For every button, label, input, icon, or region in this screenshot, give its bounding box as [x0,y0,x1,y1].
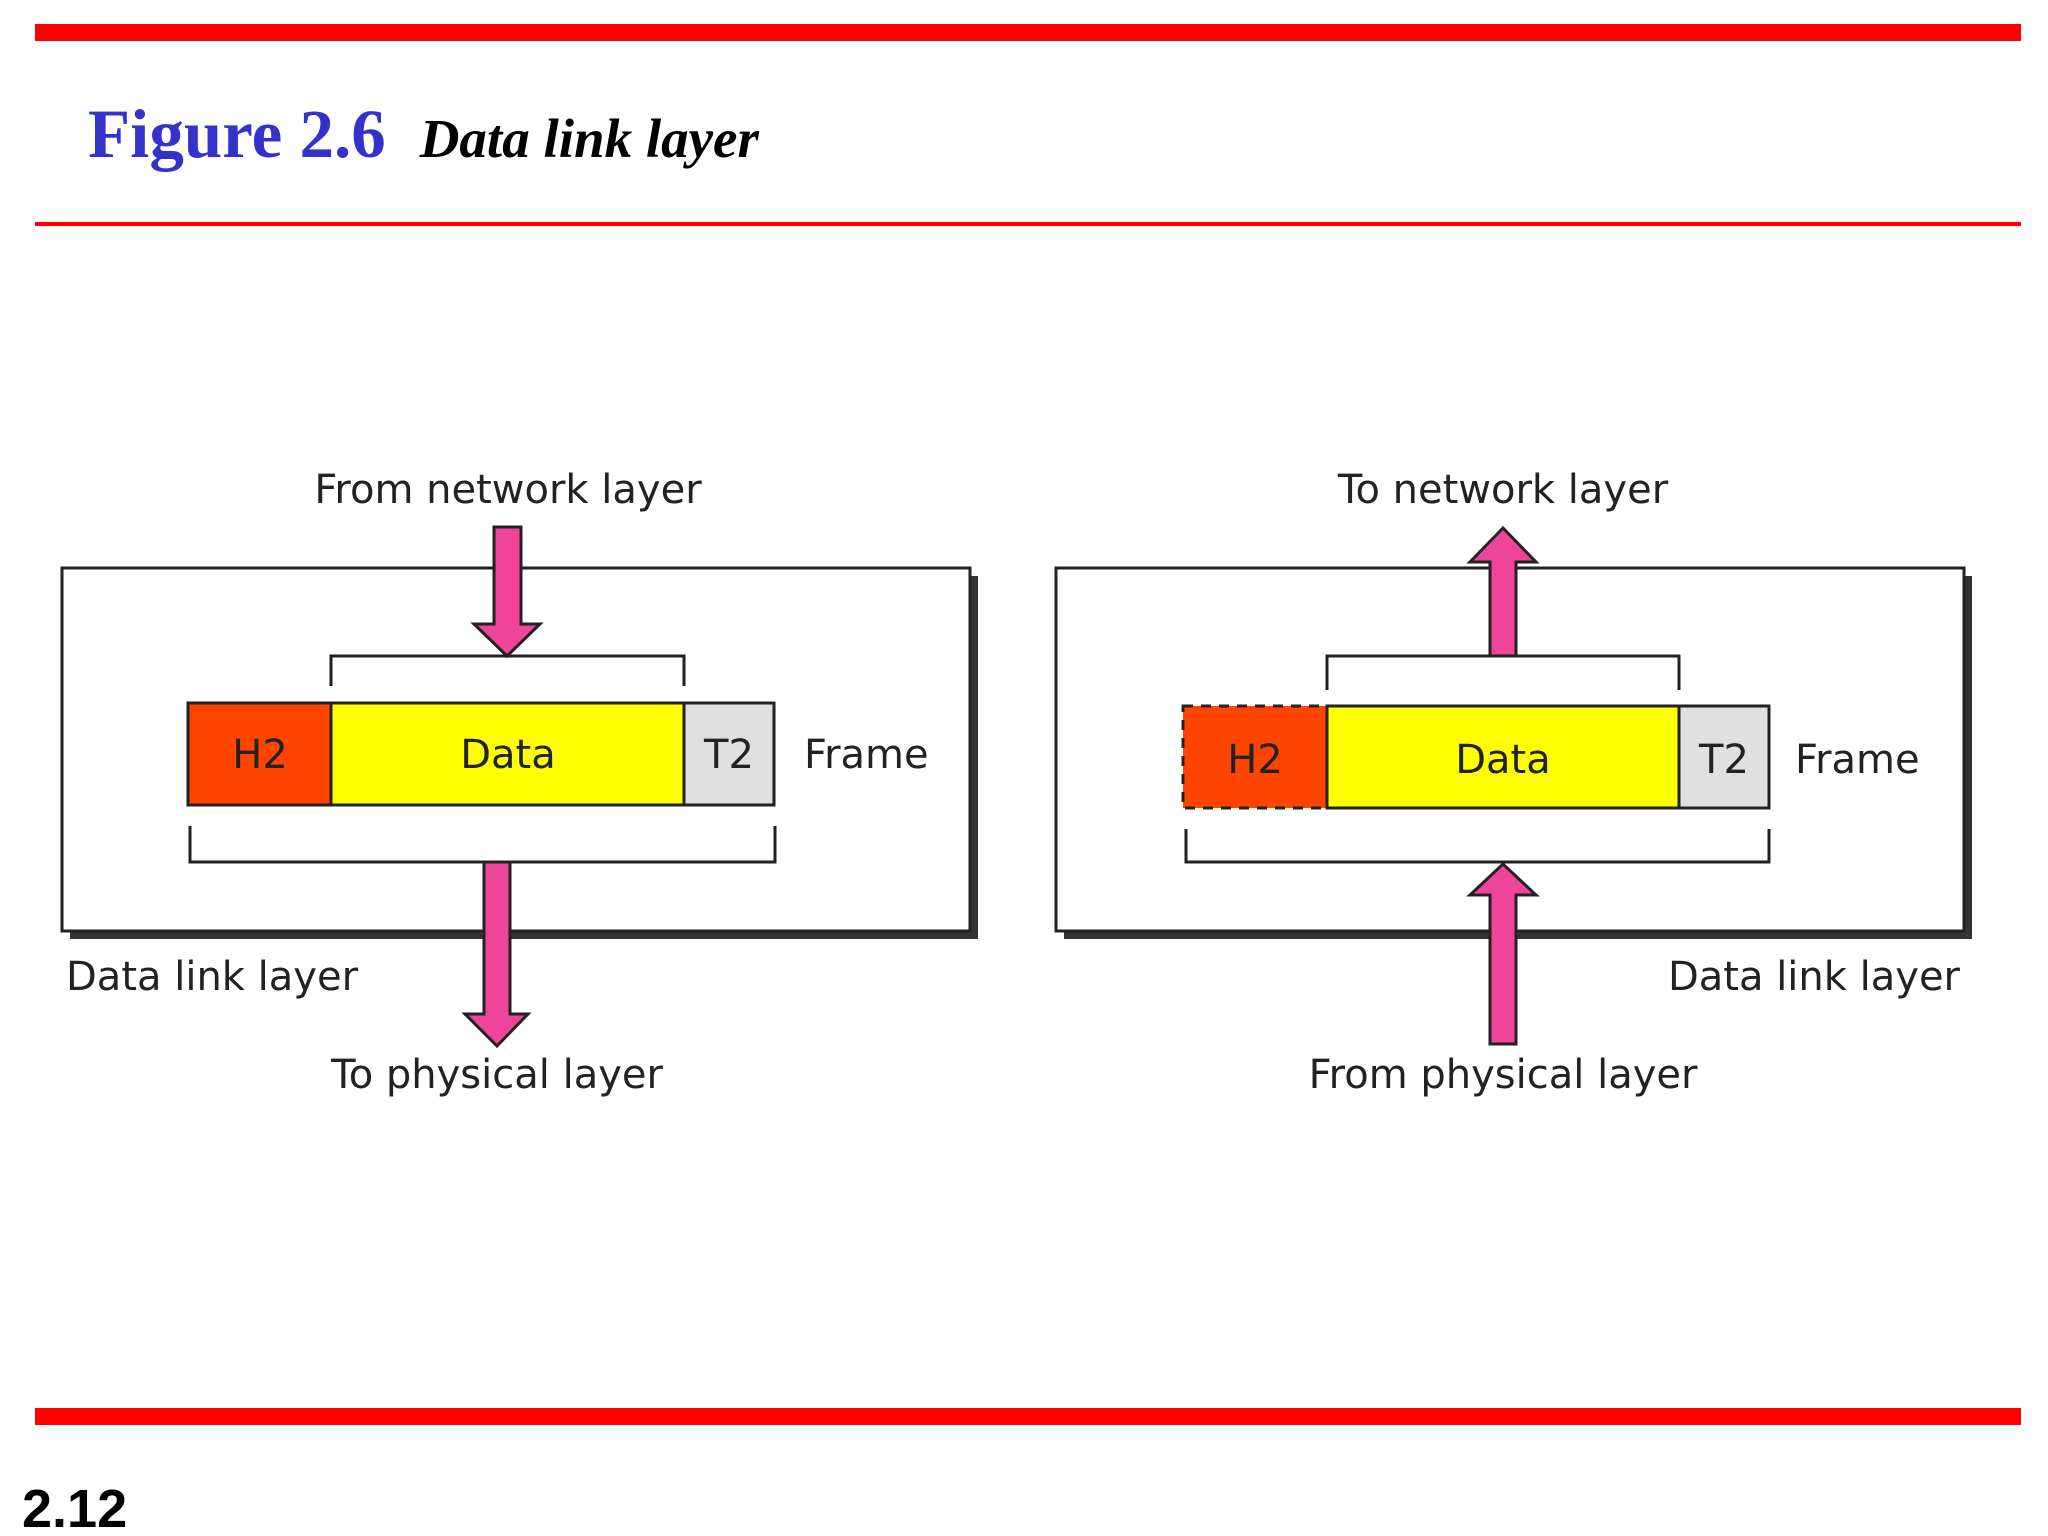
receiver-header-label: H2 [1227,737,1283,783]
sender-frame-trailer [682,701,776,807]
receiver-frame-bracket [1184,829,1771,864]
sender-box-label: Data link layer [66,954,359,1000]
sender-frame: H2 Data T2 [186,701,776,807]
sender-input-label: From network layer [314,467,702,513]
sender-frame-data [329,701,686,807]
sender-down-arrow-out [461,860,532,1049]
top-red-rule [35,24,2021,41]
sender-output-label: To physical layer [330,1052,663,1098]
sender-side: From network layer H2 Data T2 Frame Data… [60,467,978,1098]
receiver-up-arrow-in [1466,861,1540,1046]
page-number: 2.12 [22,1479,128,1536]
sender-data-bracket [329,654,686,686]
title-underline-rule [35,222,2021,226]
slide-title: Figure 2.6 Data link layer [88,95,759,185]
receiver-frame-label: Frame [1795,737,1920,783]
receiver-side: To network layer H2 Data T2 Frame Data l… [1054,467,1972,1098]
sender-data-label: Data [460,732,556,778]
receiver-data-bracket [1325,654,1681,690]
receiver-frame-trailer [1677,704,1771,810]
receiver-input-label: From physical layer [1309,1052,1698,1098]
receiver-trailer-label: T2 [1698,737,1749,783]
figure-number: Figure 2.6 [88,96,386,172]
receiver-output-label: To network layer [1337,467,1669,513]
sender-trailer-label: T2 [703,732,754,778]
sender-down-arrow-in [470,525,544,659]
receiver-frame: H2 Data T2 [1181,704,1771,810]
receiver-up-arrow-out [1466,525,1540,658]
sender-frame-label: Frame [804,732,929,778]
figure-caption: Data link layer [419,108,759,169]
receiver-data-label: Data [1455,737,1551,783]
sender-header-label: H2 [232,732,288,778]
receiver-frame-header [1181,704,1329,810]
bottom-red-rule [35,1408,2021,1425]
receiver-box-label: Data link layer [1668,954,1961,1000]
